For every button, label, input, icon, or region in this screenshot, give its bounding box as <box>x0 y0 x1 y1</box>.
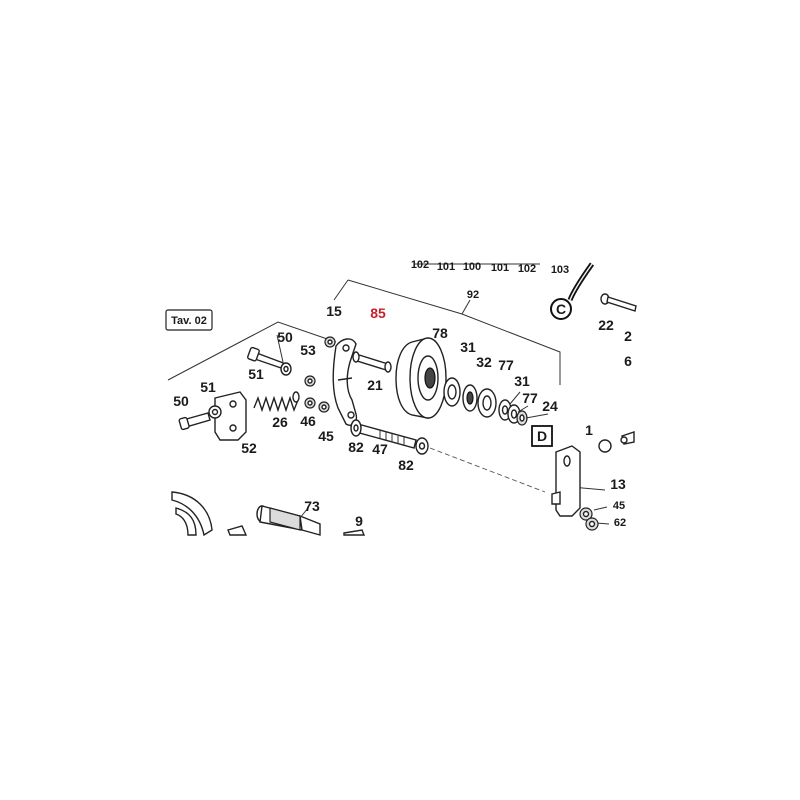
part-label-103: 103 <box>551 264 569 276</box>
part-label-6: 6 <box>624 353 632 369</box>
part-label-82: 82 <box>348 439 364 455</box>
callout-c-group: C <box>550 262 595 320</box>
bolt-50-upper <box>247 334 292 376</box>
part-label-51: 51 <box>248 366 264 382</box>
pin-85 <box>352 351 392 373</box>
shaft-73 <box>171 491 366 537</box>
part-label-92: 92 <box>467 289 479 301</box>
part-label-102: 102 <box>411 259 429 271</box>
spring-26 <box>253 391 300 413</box>
part-label-52: 52 <box>241 440 257 456</box>
part-label-46: 46 <box>300 413 316 429</box>
bearing-stack <box>443 377 549 426</box>
part-label-1: 1 <box>585 422 593 438</box>
part-label-15: 15 <box>326 303 342 319</box>
bolt-22 <box>600 293 637 312</box>
part-label-2: 2 <box>624 328 632 344</box>
part-label-102: 102 <box>518 263 536 275</box>
part-label-77: 77 <box>498 357 514 373</box>
part-label-101: 101 <box>491 262 509 274</box>
bracket-52 <box>178 391 247 441</box>
part-label-51: 51 <box>200 379 216 395</box>
part-label-50: 50 <box>173 393 189 409</box>
callout-d-group: D <box>531 425 553 447</box>
spindle-47 <box>350 419 429 455</box>
part-label-24: 24 <box>542 398 558 414</box>
sheet-label-box: Tav. 02 <box>165 309 213 331</box>
part-label-62: 62 <box>614 517 626 529</box>
part-label-45: 45 <box>318 428 334 444</box>
part-label-13: 13 <box>610 476 626 492</box>
part-label-100: 100 <box>463 261 481 273</box>
nut-1 <box>598 431 635 453</box>
callout-d: D <box>537 428 547 444</box>
part-label-31: 31 <box>514 373 530 389</box>
sheet-label: Tav. 02 <box>171 315 207 327</box>
part-label-82: 82 <box>398 457 414 473</box>
part-label-73: 73 <box>304 498 320 514</box>
arm-21 <box>332 338 358 426</box>
part-label-31: 31 <box>460 339 476 355</box>
part-label-9: 9 <box>355 513 363 529</box>
nuts-left <box>304 375 330 413</box>
part-label-50: 50 <box>277 329 293 345</box>
part-label-22: 22 <box>598 317 614 333</box>
part-label-77: 77 <box>522 390 538 406</box>
part-label-53: 53 <box>300 342 316 358</box>
callout-c: C <box>556 301 566 317</box>
part-label-21: 21 <box>367 377 383 393</box>
part-label-26: 26 <box>272 414 288 430</box>
part-label-47: 47 <box>372 441 388 457</box>
pulley-78 <box>395 337 447 419</box>
bracket-13 <box>551 445 581 517</box>
nuts-right <box>579 507 599 531</box>
part-label-32: 32 <box>476 354 492 370</box>
part-label-78: 78 <box>432 325 448 341</box>
part-label-85: 85 <box>370 305 386 321</box>
part-label-101: 101 <box>437 261 455 273</box>
part-label-45: 45 <box>613 500 625 512</box>
nut-15 <box>324 336 336 348</box>
